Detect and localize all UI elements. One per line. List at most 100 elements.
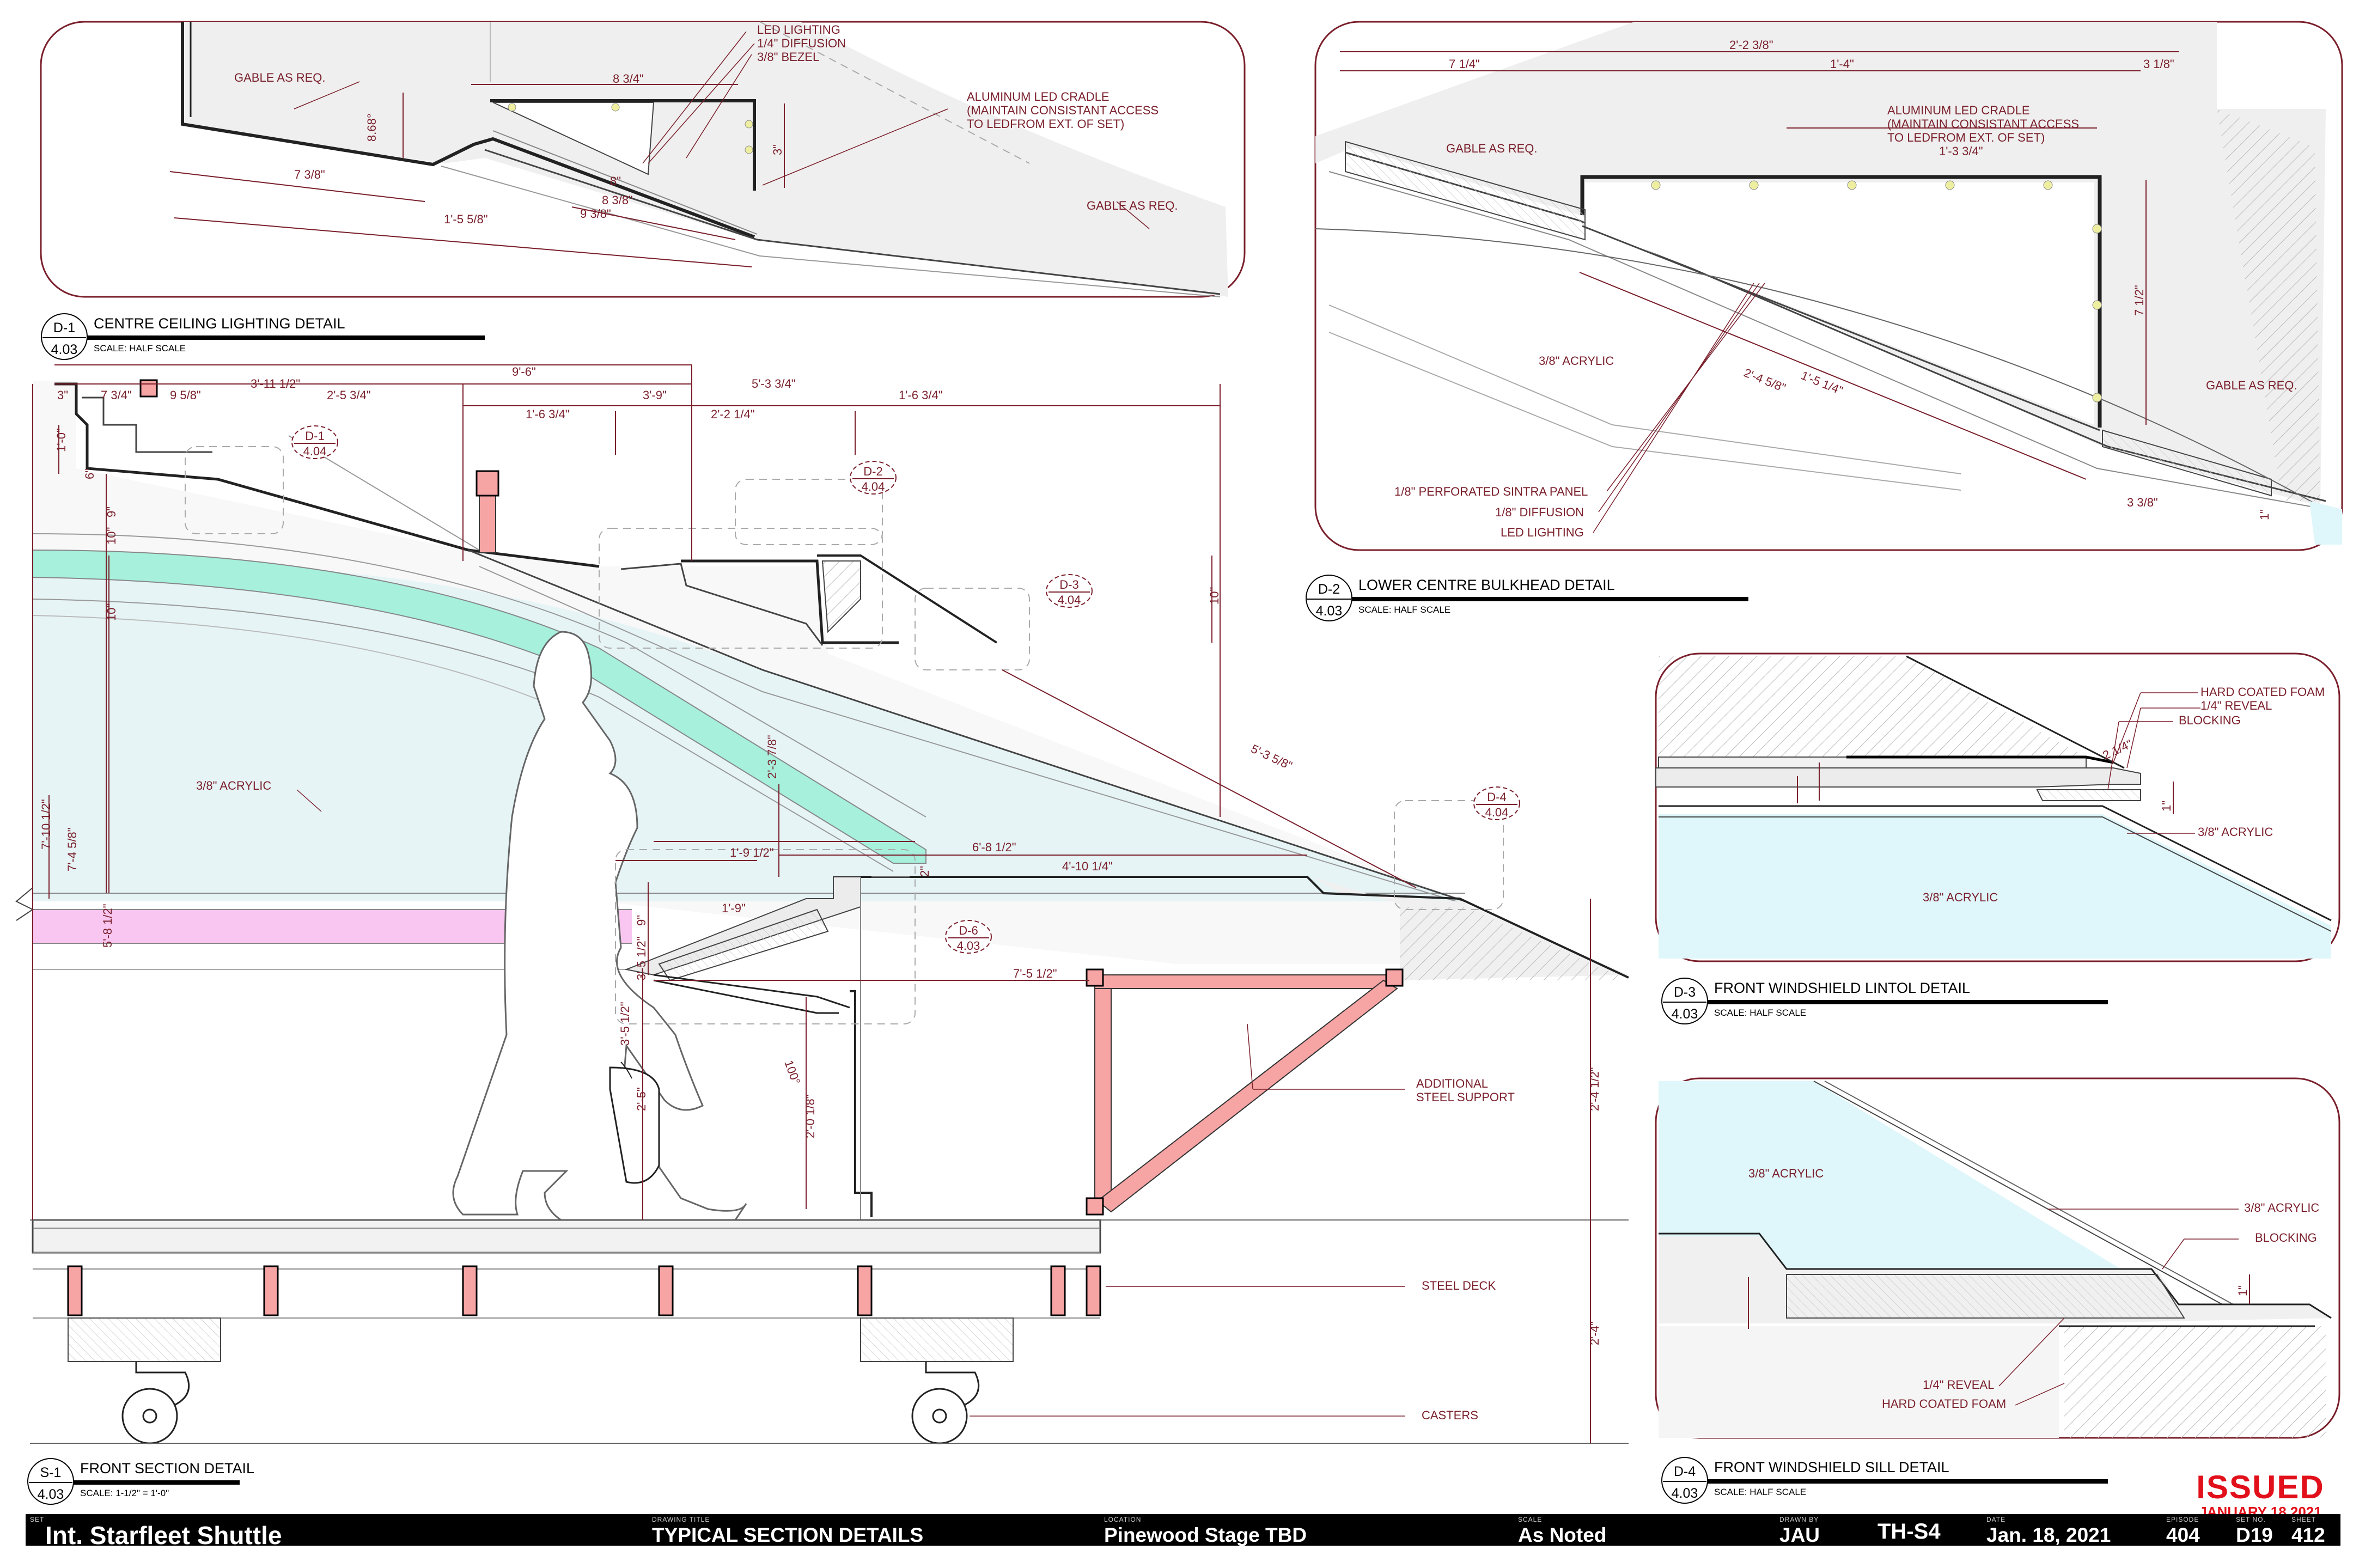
s1-dim-q: 7'-4 5/8" — [65, 827, 79, 871]
tb-episode-cell: EPISODE 404 — [2166, 1514, 2232, 1546]
tb-scale-label: SCALE — [1518, 1516, 1543, 1523]
s1-steel-support-label-1: ADDITIONAL — [1416, 1077, 1488, 1090]
detail-d4-panel: 3/8" ACRYLIC 3/8" ACRYLIC BLOCKING 1/4" … — [1655, 1077, 2340, 1439]
s1-dim-j: 1'-6 3/4" — [899, 388, 943, 402]
s1-dim-v: 1'-9 1/2" — [730, 846, 774, 859]
d2-cradle-label-2: (MAINTAIN CONSISTANT ACCESS — [1887, 117, 2079, 131]
d1-title: CENTRE CEILING LIGHTING DETAIL — [94, 315, 345, 332]
s1-dim-k: 1'-0" — [54, 428, 68, 452]
s1-dim-b: 2'-5 3/4" — [327, 388, 371, 402]
detail-d2-panel: GABLE AS REQ. GABLE AS REQ. ALUMINUM LED… — [1314, 21, 2343, 551]
d2-acrylic-label: 3/8" ACRYLIC — [1539, 354, 1614, 368]
d4-bubble-sheet: 4.03 — [1672, 1486, 1698, 1501]
ref-d3-id: D-3 — [1059, 578, 1078, 591]
d3-dim-one: 1" — [2160, 801, 2173, 812]
s1-dim-aa: 3'-5 1/2" — [635, 936, 648, 980]
d4-scale: SCALE: HALF SCALE — [1714, 1487, 1806, 1497]
tb-setno-cell: SET NO. D19 — [2236, 1514, 2290, 1546]
caster-left — [121, 1362, 190, 1444]
tb-set-cell: SET Int. Starfleet Shuttle — [26, 1514, 652, 1549]
s1-dim-ac: 10" — [1208, 587, 1221, 605]
d3-foam-label: HARD COATED FOAM — [2200, 685, 2325, 699]
s1-scale: SCALE: 1-1/2" = 1'-0" — [80, 1488, 169, 1498]
tb-set-value: Int. Starfleet Shuttle — [45, 1521, 282, 1549]
s1-dim-ai: 2'-4" — [1588, 1321, 1601, 1345]
s1-dim-p: 7'-10 1/2" — [39, 799, 53, 850]
tb-date-cell: DATE Jan. 18, 2021 — [1986, 1514, 2172, 1546]
d1-bubble-id: D-1 — [53, 320, 75, 335]
d1-dim-7: 7 3/8" — [294, 168, 325, 181]
s1-dim-ad: 3'-5 1/2" — [618, 1002, 632, 1046]
s1-bubble-sheet: 4.03 — [38, 1487, 64, 1502]
ref-bubble-d4[interactable]: D-4 4.04 — [1473, 786, 1520, 820]
d2-cradle-label-1: ALUMINUM LED CRADLE — [1887, 103, 2030, 117]
s1-dim-y: 2" — [918, 866, 931, 877]
tb-sheet-label: SHEET — [2291, 1516, 2317, 1523]
d3-reveal-label: 1/4" REVEAL — [2200, 699, 2272, 712]
section-s1-title: S-1 4.03 FRONT SECTION DETAIL SCALE: 1-1… — [27, 1458, 254, 1505]
ref-bubble-d1[interactable]: D-1 4.04 — [291, 425, 338, 459]
d2-bubble-sheet: 4.03 — [1316, 603, 1343, 619]
s1-dim-ae: 2'-5" — [635, 1087, 648, 1111]
s1-dim-a: 3'-11 1/2" — [251, 377, 300, 391]
d3-bubble-id: D-3 — [1674, 985, 1696, 1000]
s1-dim-n: 10" — [105, 603, 118, 621]
d2-scale: SCALE: HALF SCALE — [1358, 605, 1450, 615]
s1-dim-x: 1'-9" — [722, 901, 746, 915]
d1-scale: SCALE: HALF SCALE — [94, 343, 186, 353]
d3-blocking-label: BLOCKING — [2179, 713, 2241, 727]
d2-dim-centre: 1'-4" — [1830, 57, 1854, 71]
s1-dim-af: 100° — [782, 1058, 803, 1086]
tb-setno-value: D19 — [2236, 1524, 2273, 1546]
d2-cradle-label-3: TO LEDFROM EXT. OF SET) — [1887, 131, 2045, 144]
d1-dim-height: 3" — [771, 144, 784, 155]
s1-dim-h: 3'-9" — [643, 388, 667, 402]
ref-bubble-d2[interactable]: D-2 4.04 — [850, 461, 897, 495]
s1-dim-t: 2'-3 7/8" — [765, 735, 779, 779]
s1-steel-deck-label: STEEL DECK — [1422, 1279, 1496, 1292]
d1-dim-9: 9 3/8" — [580, 207, 611, 221]
tb-drawn-value: JAU — [1779, 1524, 1820, 1546]
ref-d4-id: D-4 — [1487, 790, 1506, 804]
tb-title-value: TYPICAL SECTION DETAILS — [652, 1524, 924, 1546]
steel-support — [1086, 968, 1404, 1216]
detail-d4-title: D-4 4.03 FRONT WINDSHIELD SILL DETAIL SC… — [1661, 1457, 2108, 1504]
tb-drawn-label: DRAWN BY — [1779, 1516, 1819, 1523]
ref-d1-id: D-1 — [305, 429, 324, 443]
s1-acrylic-label: 3/8" ACRYLIC — [196, 779, 271, 792]
issued-word: ISSUED — [2196, 1469, 2325, 1505]
d1-bezel-label: 3/8" BEZEL — [757, 50, 819, 64]
ref-d6-sheet: 4.03 — [957, 939, 980, 953]
d4-acrylic-right-label: 3/8" ACRYLIC — [2244, 1201, 2319, 1215]
d1-dim-width: 8 3/4" — [613, 72, 644, 86]
d3-acrylic-mid-label: 3/8" ACRYLIC — [1923, 890, 1998, 904]
tb-sheetcode-value: TH-S4 — [1877, 1520, 1941, 1543]
d1-led-label: LED LIGHTING — [757, 23, 840, 36]
detail-d3-panel: HARD COATED FOAM 1/4" REVEAL BLOCKING 3/… — [1655, 652, 2340, 962]
ref-d4-sheet: 4.04 — [1485, 806, 1509, 819]
ref-d6-id: D-6 — [959, 924, 978, 937]
tb-setno-label: SET NO. — [2236, 1516, 2266, 1523]
d3-acrylic-right-label: 3/8" ACRYLIC — [2198, 825, 2273, 839]
d2-dim-height: 7 1/2" — [2132, 285, 2146, 316]
d2-gable-left-label: GABLE AS REQ. — [1446, 142, 1538, 155]
d2-dim-overall: 2'-2 3/8" — [1729, 38, 1773, 52]
s1-dim-r: 5'-8 1/2" — [101, 904, 114, 948]
ref-bubble-d6[interactable]: D-6 4.03 — [945, 920, 992, 954]
tb-episode-value: 404 — [2166, 1524, 2200, 1546]
s1-dim-i: 2'-2 1/4" — [711, 407, 755, 421]
d1-bubble-sheet: 4.03 — [51, 342, 78, 357]
issued-stamp: ISSUED JANUARY 18 2021 — [2184, 1471, 2337, 1520]
d1-diffusion-label: 1/4" DIFFUSION — [757, 36, 846, 50]
detail-d1-title: D-1 4.03 CENTRE CEILING LIGHTING DETAIL … — [41, 313, 485, 360]
s1-dim-s: 5'-3 5/8" — [1249, 742, 1295, 773]
d2-gable-right-label: GABLE AS REQ. — [2206, 379, 2297, 392]
tb-sheet-cell: SHEET 412 — [2291, 1514, 2340, 1546]
s1-dim-z: 9" — [635, 915, 648, 926]
d2-dim-cradle: 1'-3 3/4" — [1939, 144, 1983, 158]
ref-bubble-d3[interactable]: D-3 4.04 — [1046, 574, 1093, 608]
d3-scale: SCALE: HALF SCALE — [1714, 1008, 1806, 1018]
d2-title: LOWER CENTRE BULKHEAD DETAIL — [1358, 577, 1615, 593]
d2-dim-one: 1" — [2258, 509, 2271, 520]
